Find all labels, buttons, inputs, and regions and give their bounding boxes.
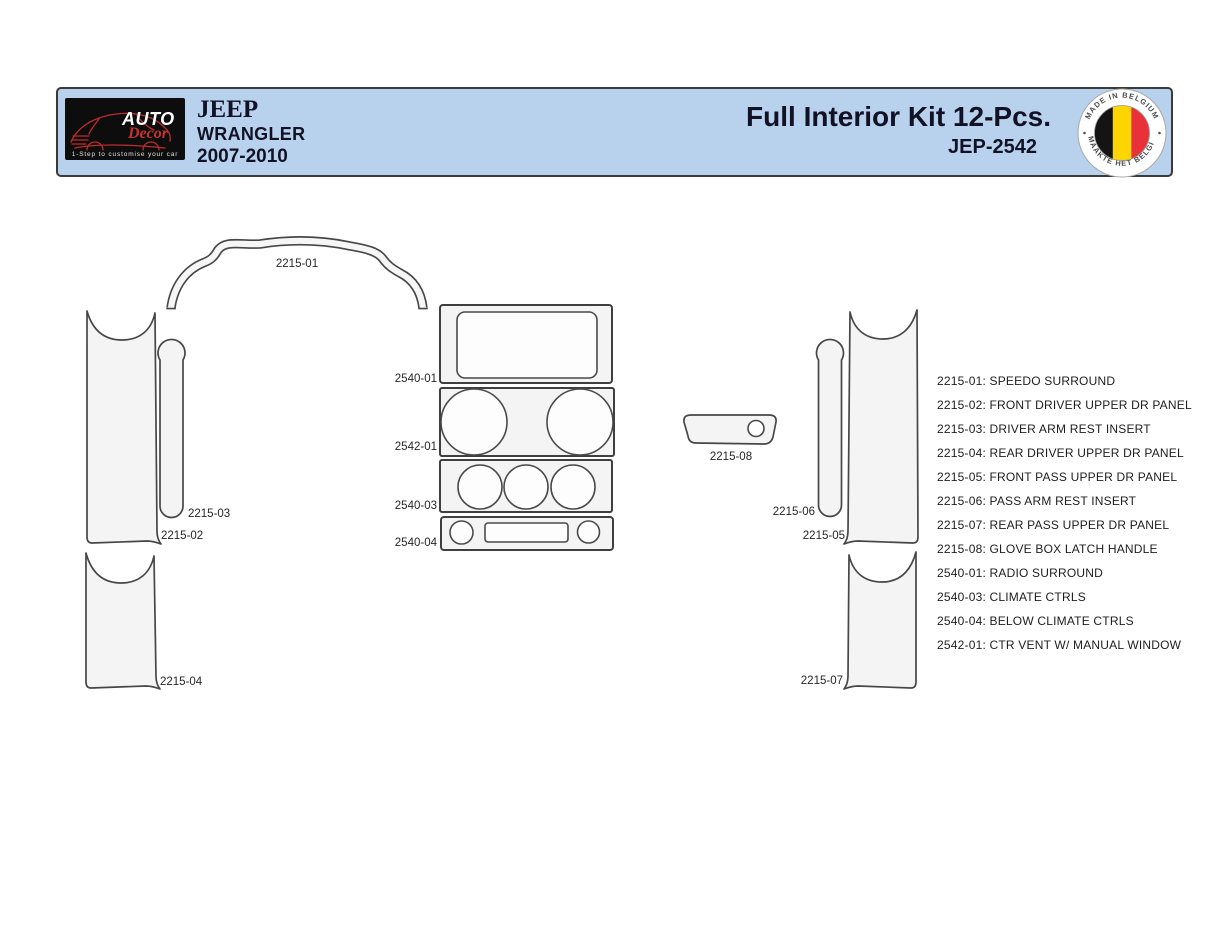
part-label: 2215-03: [188, 508, 230, 520]
badge-dot-right: [1158, 131, 1161, 135]
legend-item: 2540-04: BELOW CLIMATE CTRLS: [937, 614, 1134, 628]
legend-item: 2542-01: CTR VENT W/ MANUAL WINDOW: [937, 638, 1182, 652]
part-label: 2215-06: [773, 506, 815, 518]
part-label: 2540-01: [395, 373, 437, 385]
parts-legend: 2215-01: SPEEDO SURROUND 2215-02: FRONT …: [937, 369, 1217, 657]
product-title: Full Interior Kit 12-Pcs.: [746, 101, 1051, 132]
badge-inner-ring: [1094, 105, 1150, 161]
legend-item: 2540-01: RADIO SURROUND: [937, 566, 1103, 580]
logo-brand-decor: Decor: [128, 125, 168, 142]
legend-item: 2215-04: REAR DRIVER UPPER DR PANEL: [937, 446, 1184, 460]
legend-item: 2215-08: GLOVE BOX LATCH HANDLE: [937, 542, 1158, 556]
car-outline-strokes: [70, 112, 171, 151]
part-label: 2215-08: [710, 451, 752, 463]
vehicle-info: JEEP WRANGLER 2007-2010: [197, 97, 305, 168]
car-outline-icon: [70, 112, 171, 151]
product-title-block: Full Interior Kit 12-Pcs. JEP-2542: [746, 101, 1051, 159]
belgium-flag-icon: [1094, 105, 1150, 161]
legend-item: 2540-03: CLIMATE CTRLS: [937, 590, 1086, 604]
logo-brand-auto: AUTO: [122, 109, 175, 129]
part-radio-surround: 2540-01: [395, 304, 613, 385]
part-label: 2540-04: [395, 537, 438, 549]
flag-stripe-red: [1131, 105, 1150, 161]
flag-stripe-black: [1094, 105, 1113, 161]
part-label: 2540-03: [395, 500, 437, 512]
flag-stripe-yellow: [1112, 105, 1132, 161]
legend-item: 2215-02: FRONT DRIVER UPPER DR PANEL: [937, 398, 1192, 412]
part-front-driver-upper-door-panel: 2215-02: [86, 310, 203, 545]
legend-item: 2215-05: FRONT PASS UPPER DR PANEL: [937, 470, 1178, 484]
vehicle-model: WRANGLER: [197, 124, 306, 144]
vehicle-years: 2007-2010: [197, 146, 288, 167]
part-rear-driver-upper-door-panel: 2215-04: [85, 552, 203, 690]
legend-item: 2215-06: PASS ARM REST INSERT: [937, 494, 1137, 508]
logo-tagline: 1-Step to customise your car: [71, 151, 179, 158]
part-pass-arm-rest-insert: 2215-06: [773, 338, 845, 518]
made-in-belgium-badge: MADE IN BELGIUM MAAKTE HET BELGIË: [1074, 85, 1167, 178]
vehicle-make: JEEP: [197, 96, 259, 123]
product-code: JEP-2542: [948, 136, 1037, 158]
part-below-climate-controls: 2540-04: [395, 516, 614, 551]
legend-item: 2215-01: SPEEDO SURROUND: [937, 374, 1116, 388]
legend-item: 2215-07: REAR PASS UPPER DR PANEL: [937, 518, 1170, 532]
part-label: 2215-07: [801, 675, 843, 687]
part-center-vent-manual-window: 2542-01: [395, 387, 615, 457]
part-front-pass-upper-door-panel: 2215-05: [803, 309, 919, 545]
part-label: 2215-02: [161, 530, 203, 542]
part-label: 2542-01: [395, 441, 437, 453]
part-label: 2215-05: [803, 530, 845, 542]
legend-item: 2215-03: DRIVER ARM REST INSERT: [937, 422, 1151, 436]
part-speedo-surround: 2215-01: [166, 236, 428, 310]
badge-dot-left: [1083, 131, 1086, 135]
part-label: 2215-01: [276, 258, 318, 270]
part-glove-box-latch-handle: 2215-08: [683, 414, 777, 463]
part-label: 2215-04: [160, 676, 203, 688]
autodecor-logo: AUTO Decor 1-Step to customise your car: [65, 98, 185, 160]
part-climate-controls: 2540-03: [395, 459, 613, 513]
header-band: AUTO Decor 1-Step to customise your car …: [56, 85, 1173, 178]
part-driver-arm-rest-insert: 2215-03: [157, 338, 230, 520]
part-rear-pass-upper-door-panel: 2215-07: [801, 551, 917, 690]
